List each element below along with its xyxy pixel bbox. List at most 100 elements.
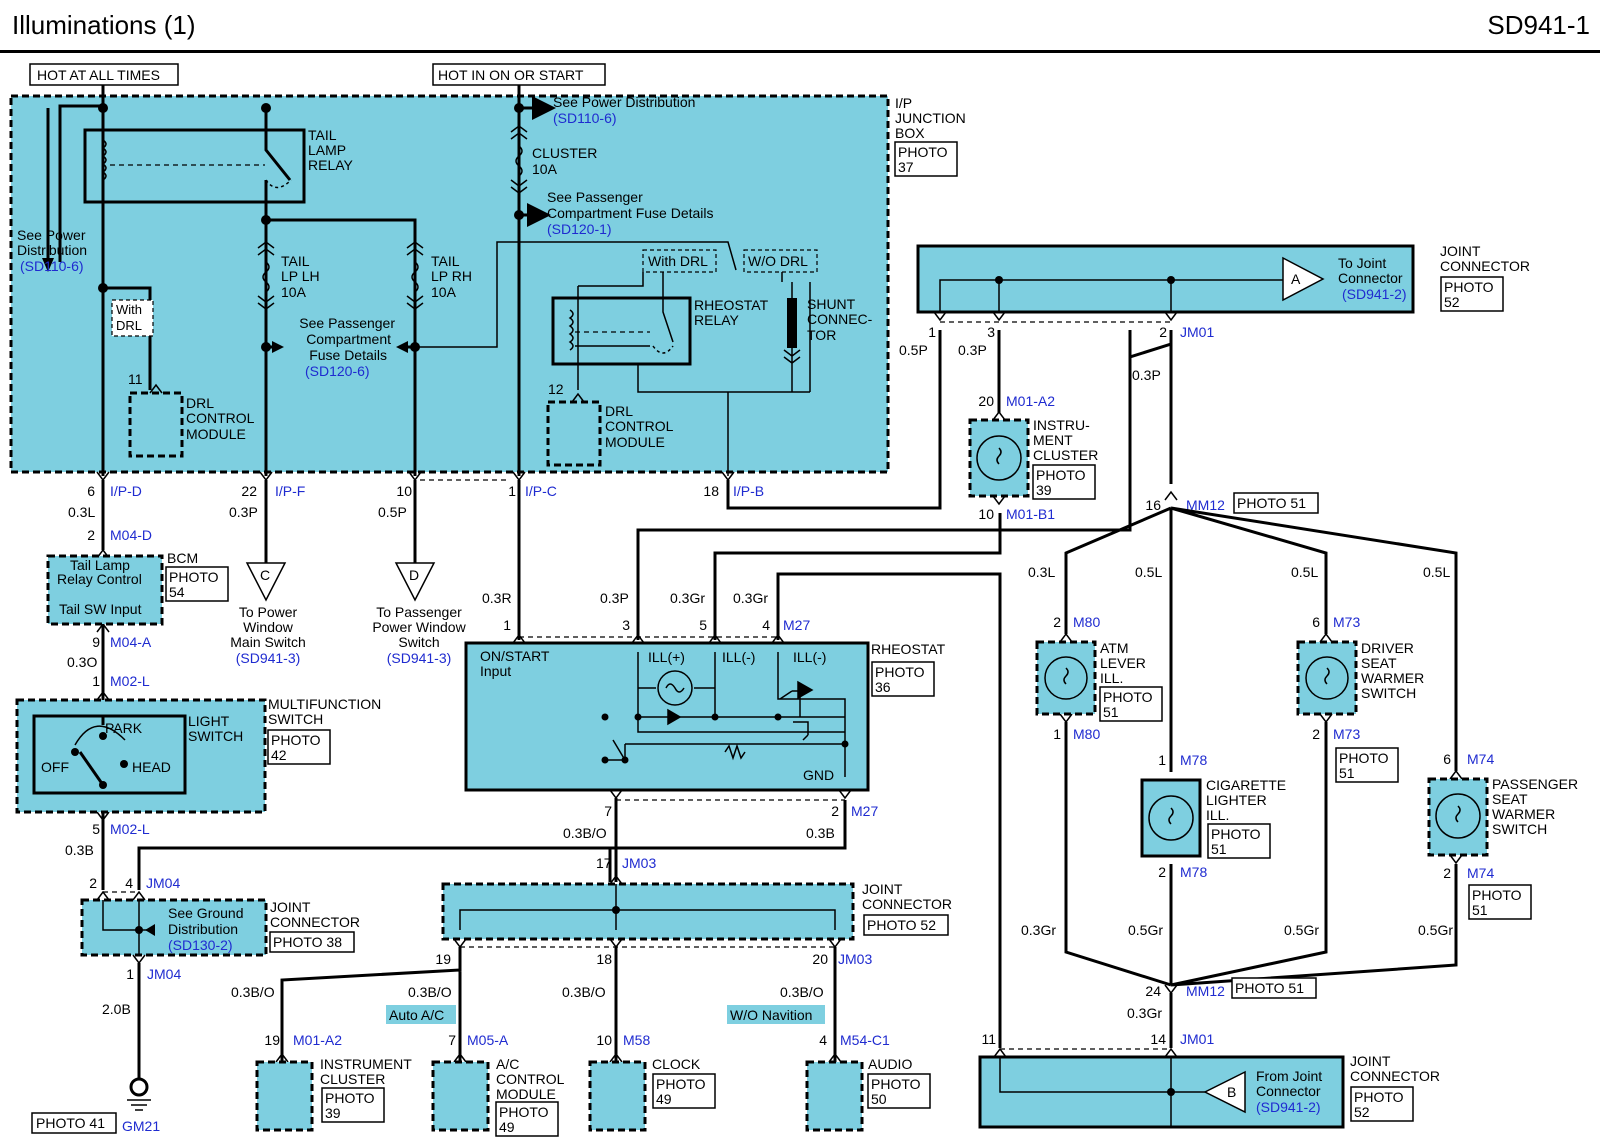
with-drl-small-label2: DRL	[116, 318, 142, 333]
from-joint-ref[interactable]: (SD941-2)	[1256, 1099, 1321, 1115]
mf-label-1: MULTIFUNCTION	[268, 696, 381, 712]
bm0-label-1: INSTRUMENT	[320, 1056, 412, 1072]
jm03-conn: JM03	[622, 855, 656, 871]
mf-pin-bot: 5	[92, 821, 100, 837]
mm12-bot-photo: PHOTO 51	[1235, 980, 1304, 996]
bm0-photo-label: PHOTO	[325, 1090, 375, 1106]
jm03-pin-18: 18	[596, 951, 612, 967]
mm12-top-photo: PHOTO 51	[1237, 495, 1306, 511]
drl2-label-3: MODULE	[605, 434, 665, 450]
m78-conn-bot: M78	[1180, 864, 1207, 880]
tail-relay-switch	[264, 106, 292, 181]
see-pass-top-ref[interactable]: (SD120-1)	[547, 221, 612, 237]
m73-photo-number: 51	[1339, 765, 1355, 781]
bcm-line3: Tail SW Input	[59, 601, 142, 617]
m80-pin-top: 2	[1053, 614, 1061, 630]
see-pass-top-2: Compartment Fuse Details	[547, 205, 714, 221]
m73-photo-label: PHOTO	[1339, 750, 1389, 766]
bm3-pin: 4	[819, 1032, 827, 1048]
m74-photo-box	[1468, 884, 1532, 920]
mm12-top-wire-3: 0.5L	[1291, 564, 1318, 580]
jm03-photo: PHOTO 52	[867, 917, 936, 933]
m73-pin-bot: 2	[1312, 726, 1320, 742]
ic-photo-label: PHOTO	[1036, 467, 1086, 483]
ground-photo-box	[31, 1112, 117, 1134]
to-pass-window-ref[interactable]: (SD941-3)	[387, 650, 452, 666]
ground-icon	[127, 1077, 151, 1111]
ic-pin-bot: 10	[978, 506, 994, 522]
m80-photo-box	[1099, 686, 1163, 722]
drl1-label-3: MODULE	[186, 426, 246, 442]
bm1-conn: M05-A	[467, 1032, 509, 1048]
m74-photo-number: 51	[1472, 902, 1488, 918]
mf-photo-box	[267, 729, 331, 765]
bm1-label-2: CONTROL	[496, 1071, 565, 1087]
bcm-photo-number: 54	[169, 584, 185, 600]
bm2-photo-number: 49	[656, 1091, 672, 1107]
jm01-photo-label: PHOTO	[1444, 279, 1494, 295]
rh-pin-5: 5	[699, 617, 707, 633]
m80-label-3: ILL.	[1100, 670, 1123, 686]
jm04-photo: PHOTO 38	[273, 934, 342, 950]
rheostat-internal-circuit	[603, 652, 846, 777]
ipjb-title-3: BOX	[895, 125, 925, 141]
see-power-left-ref[interactable]: (SD110-6)	[20, 258, 84, 274]
rh-wire-4: 0.3Gr	[733, 590, 768, 606]
ipc-conn: I/P-C	[525, 483, 557, 499]
ipd-pin: 6	[87, 483, 95, 499]
to-joint-ref[interactable]: (SD941-2)	[1342, 286, 1407, 302]
bcm-pin-bot: 9	[92, 634, 100, 650]
ipjb-title-2: JUNCTION	[895, 110, 966, 126]
jm01-pin-3: 3	[987, 324, 995, 340]
m73-label-4: SWITCH	[1361, 685, 1416, 701]
jm04-joint-connector	[80, 898, 268, 957]
ipf-conn: I/P-F	[275, 483, 305, 499]
drl1-label-2: CONTROL	[186, 410, 255, 426]
jm01-wire-2: 0.3P	[1132, 367, 1161, 383]
with-drl-label: With DRL	[648, 253, 708, 269]
jm01-label-1: JOINT	[1440, 243, 1481, 259]
rh-pin-1: 1	[503, 617, 511, 633]
light-switch-label-1: LIGHT	[188, 713, 230, 729]
see-power-top-ref[interactable]: (SD110-6)	[553, 110, 617, 126]
m74-label-3: WARMER	[1492, 806, 1555, 822]
ipc-pin: 1	[508, 483, 516, 499]
jm01-label-2: CONNECTOR	[1440, 258, 1530, 274]
see-pass-mid-ref[interactable]: (SD120-6)	[305, 363, 370, 379]
jm01-pin-1: 1	[928, 324, 936, 340]
rh-ill-plus: ILL(+)	[648, 649, 685, 665]
to-power-window-ref[interactable]: (SD941-3)	[236, 650, 301, 666]
jm01-bot-label-2: CONNECTOR	[1350, 1068, 1440, 1084]
m74-label-2: SEAT	[1492, 791, 1528, 807]
see-ground-ref[interactable]: (SD130-2)	[168, 937, 233, 953]
see-ground-1: See Ground	[168, 905, 244, 921]
jm03-pin-top: 17	[596, 855, 612, 871]
m73-conn-bot: M73	[1333, 726, 1360, 742]
light-switch	[32, 714, 187, 795]
bcm-label: BCM	[167, 550, 198, 566]
mm12-bot-wire-1: 0.3Gr	[1021, 922, 1056, 938]
mm12-bot-conn: MM12	[1186, 983, 1225, 999]
jm03-label-1: JOINT	[862, 881, 903, 897]
jm04-conn-bot: JM04	[147, 966, 181, 982]
ic-photo-box	[1032, 464, 1096, 500]
ipjb-photo-label: PHOTO	[898, 144, 948, 160]
to-power-window-1: To Power	[239, 604, 298, 620]
ipb-pin: 18	[703, 483, 719, 499]
ip10-pin: 10	[396, 483, 412, 499]
m74-conn: M74	[1467, 751, 1494, 767]
rheostat-relay	[551, 296, 692, 366]
drl-pin-12: 12	[548, 381, 564, 397]
m73-label-2: SEAT	[1361, 655, 1397, 671]
mm12-top-pin: 16	[1145, 497, 1161, 513]
see-pass-top-1: See Passenger	[547, 189, 643, 205]
ipd-wire: 0.3L	[68, 504, 95, 520]
light-switch-label-2: SWITCH	[188, 728, 243, 744]
jm01-bot-label-1: JOINT	[1350, 1053, 1391, 1069]
ipb-conn: I/P-B	[733, 483, 764, 499]
jm04-photo-box	[269, 931, 355, 953]
ipjb-photo-number: 37	[898, 159, 914, 175]
page-title: Illuminations (1)	[12, 10, 196, 40]
jm03-wire-1: 0.3B/O	[231, 984, 275, 1000]
mm12-bot-wire-4: 0.5Gr	[1418, 922, 1453, 938]
